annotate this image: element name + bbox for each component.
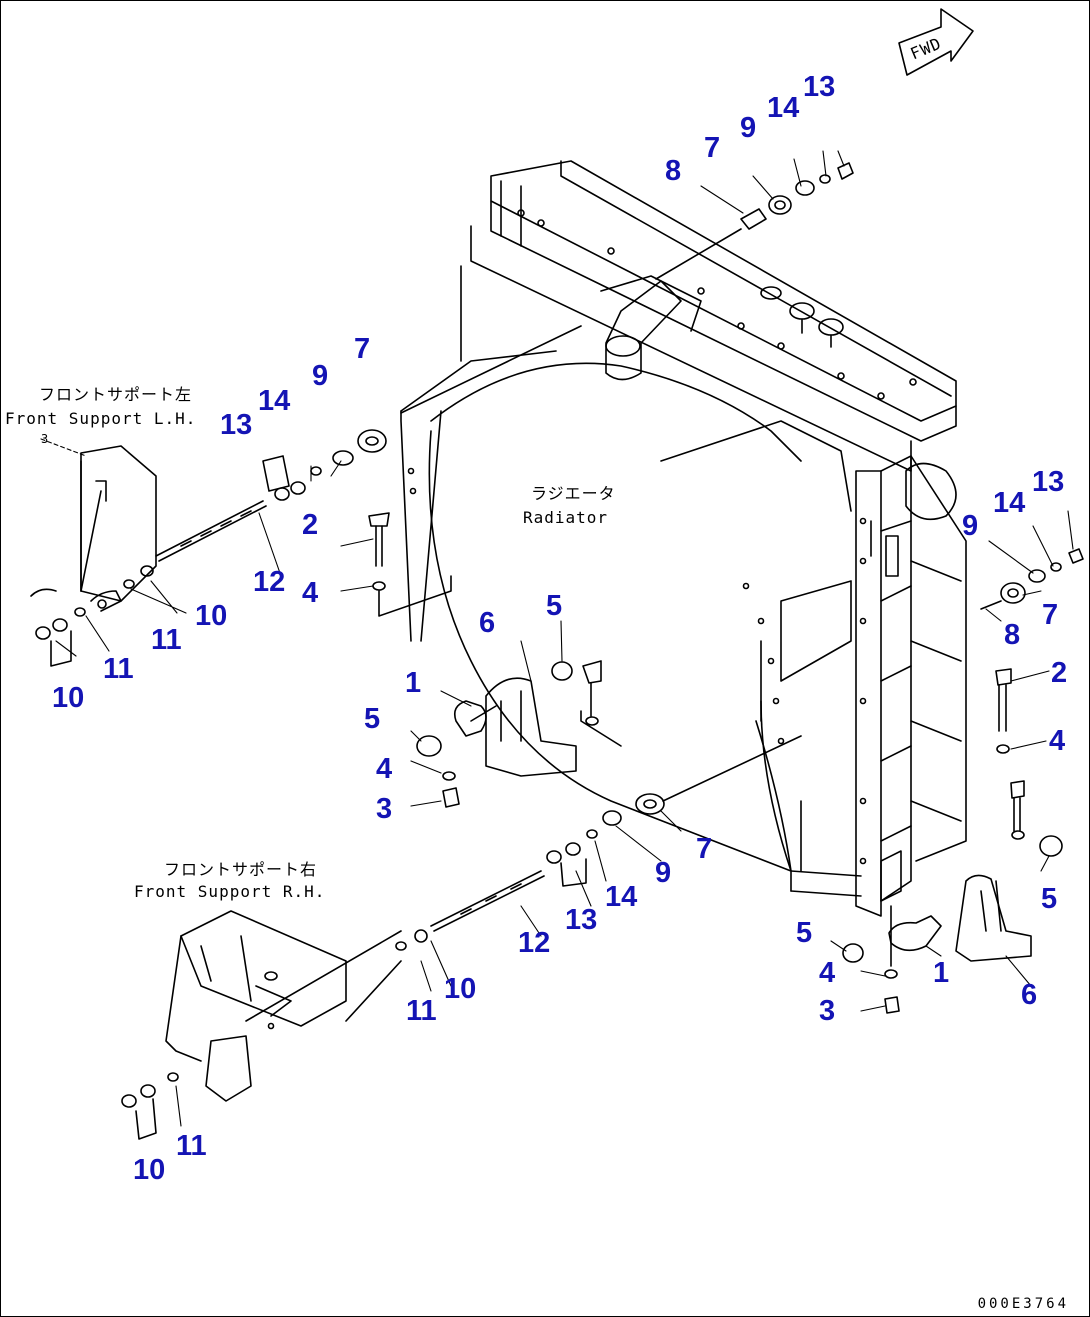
callout-label: 8	[1004, 619, 1021, 651]
callout-label: 12	[518, 927, 551, 959]
callout-label: 9	[312, 360, 329, 392]
top-mount-hardware	[655, 162, 854, 280]
callout-label: 3	[819, 995, 836, 1027]
left-mount-hardware	[262, 429, 387, 501]
callout-label: 6	[1021, 979, 1038, 1011]
callout-label: 6	[479, 607, 496, 639]
callout-label: 11	[103, 653, 134, 685]
callout-label: 2	[302, 509, 319, 541]
callout-label: 1	[933, 957, 950, 989]
callout-label: 5	[796, 917, 813, 949]
drawing-number: 000E3764	[977, 1296, 1069, 1312]
callout-label: 2	[1051, 657, 1068, 689]
caption-support-rh-jp: フロントサポート右	[164, 860, 318, 879]
callout-label: 13	[1032, 466, 1065, 498]
callout-label: 9	[962, 510, 979, 542]
callout-label: 5	[364, 703, 381, 735]
callout-label: 11	[176, 1130, 207, 1162]
callout-label: 13	[220, 409, 253, 441]
callout-label: 10	[52, 682, 85, 714]
leader-lines	[40, 150, 1074, 1127]
caption-radiator-jp: ラジエータ	[531, 484, 616, 503]
callout-label: 10	[444, 973, 477, 1005]
callout-label: 13	[803, 71, 836, 103]
callout-label: 7	[704, 132, 721, 164]
callout-label: 14	[258, 385, 291, 417]
callout-label: 14	[605, 881, 638, 913]
caption-support-lh-en: Front Support L.H.	[5, 409, 197, 428]
callout-label: 5	[546, 590, 563, 622]
callout-label: 5	[1041, 883, 1058, 915]
radiator-top-tank	[400, 160, 957, 472]
callout-label: 4	[376, 753, 393, 785]
callout-label: 7	[354, 333, 371, 365]
callout-label: 3	[376, 793, 393, 825]
radiator-side-frame	[855, 455, 967, 917]
callout-label: 7	[1042, 599, 1059, 631]
callout-label: 10	[195, 600, 228, 632]
callout-label: 8	[665, 155, 682, 187]
callout-label: 14	[767, 92, 800, 124]
callout-label: 11	[151, 624, 182, 656]
caption-support-rh-en: Front Support R.H.	[134, 882, 326, 901]
caption-support-lh-jp: フロントサポート左	[39, 385, 193, 404]
callout-label: 11	[406, 995, 437, 1027]
callout-label: 9	[655, 857, 672, 889]
callout-label: 9	[740, 112, 757, 144]
callout-label: 12	[253, 566, 286, 598]
lower-center-hardware	[546, 735, 802, 887]
callout-label: 10	[133, 1154, 166, 1186]
radiator-core	[400, 265, 862, 897]
callout-label: 4	[1049, 725, 1066, 757]
callout-label: 7	[696, 833, 713, 865]
callout-label: 4	[819, 957, 836, 989]
callout-label: 1	[405, 667, 422, 699]
right-lower-mount-hardware	[842, 668, 1063, 1014]
fwd-arrow-icon	[898, 8, 974, 76]
caption-support-ref: 3	[41, 432, 50, 446]
callout-label: 13	[565, 904, 598, 936]
caption-radiator-en: Radiator	[523, 508, 609, 527]
front-support-lh	[30, 445, 267, 667]
center-mount-hardware	[368, 512, 622, 808]
callout-label: 4	[302, 577, 319, 609]
callout-label: 14	[993, 487, 1026, 519]
front-support-rh	[121, 870, 545, 1140]
right-mount-hardware	[980, 548, 1084, 610]
